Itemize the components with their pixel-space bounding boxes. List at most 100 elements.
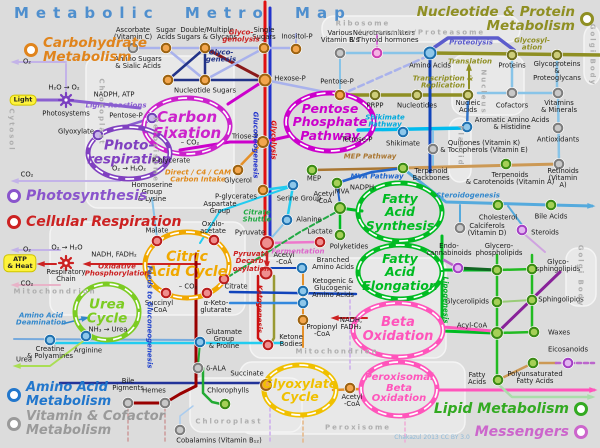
station <box>491 327 503 339</box>
metro-line <box>151 197 158 239</box>
metro-line <box>401 162 561 170</box>
station <box>297 297 309 309</box>
pathway-loop-ticks <box>285 92 375 152</box>
station <box>423 46 437 60</box>
station <box>452 262 464 274</box>
metro-line <box>496 361 558 382</box>
station <box>369 89 381 101</box>
station <box>492 199 504 211</box>
station <box>281 214 293 226</box>
station <box>397 162 409 174</box>
station <box>218 273 230 285</box>
station <box>297 285 309 297</box>
station <box>516 224 528 236</box>
pathway-loop-ticks <box>360 361 438 417</box>
arrowhead-icon <box>82 261 91 267</box>
station <box>314 236 326 248</box>
arrowhead-icon <box>589 387 598 393</box>
station <box>506 49 518 61</box>
vitamin-cofactor-metabolism-icon <box>7 416 21 431</box>
station <box>344 382 356 394</box>
station <box>371 47 383 59</box>
legend-amino-acid-metabolism: Amino Acid Metabolism <box>7 381 111 408</box>
arrowhead-icon <box>10 59 19 65</box>
metro-line <box>201 366 223 406</box>
legend-messengers: Messengers <box>475 425 588 440</box>
metro-line <box>203 46 266 82</box>
station <box>258 42 270 54</box>
legend-label-nucleotide-protein-metabolism: Nucleotide & Protein Metabolism <box>416 4 575 35</box>
station <box>199 74 211 86</box>
organelle-panel <box>85 55 235 209</box>
arrowhead-icon <box>466 62 472 71</box>
pathway-loop-ticks <box>357 244 443 300</box>
arrowhead-icon <box>36 261 45 267</box>
station <box>151 235 163 247</box>
station <box>334 229 346 241</box>
station <box>259 266 273 280</box>
metro-line <box>507 205 523 226</box>
pathway-loop-ticks <box>352 302 444 358</box>
station <box>208 234 220 246</box>
legend-label-photosynthesis: Photosynthesis <box>26 188 148 204</box>
station <box>562 357 574 369</box>
legend-label-vitamin-cofactor-metabolism: Vitamin & Cofactor Metabolism <box>26 409 166 438</box>
station <box>199 42 211 54</box>
legend-nucleotide-protein-metabolism: Nucleotide & Protein Metabolism <box>417 5 594 33</box>
organelle-panel <box>565 247 597 307</box>
highlight-pill-atp-heat: ATP & Heat <box>3 254 37 272</box>
station <box>260 379 272 391</box>
station <box>219 398 231 410</box>
metro-line <box>441 325 495 333</box>
station <box>492 374 504 386</box>
carbohydrate-metabolism-icon <box>24 43 38 58</box>
nucleotide-protein-metabolism-icon <box>580 12 594 27</box>
station <box>427 143 439 155</box>
metro-line <box>227 210 339 278</box>
pathway-loop-ticks <box>74 283 140 341</box>
station <box>174 424 186 436</box>
pathway-loop-ticks <box>144 231 230 299</box>
station <box>334 47 346 59</box>
metro-line <box>356 126 469 132</box>
station <box>192 362 204 374</box>
cellular-respiration-icon <box>7 215 21 230</box>
arrowhead-icon <box>587 394 596 400</box>
pathway-loop-ticks <box>143 97 231 155</box>
legend-label-carbohydrate-metabolism: Carbohydrate Metabolism <box>43 35 148 66</box>
station <box>262 339 274 351</box>
legend-label-cellular-respiration: Cellular Respiration <box>26 214 182 230</box>
metro-line <box>338 54 430 97</box>
station <box>44 334 56 346</box>
station <box>201 287 213 299</box>
pathway-loop-ticks <box>357 182 443 242</box>
metro-line <box>178 140 265 152</box>
organelle-panel <box>249 257 447 359</box>
station <box>257 184 269 196</box>
metro-line <box>521 231 546 253</box>
pathway-loop-pentose-phosphate-pathway <box>283 90 377 154</box>
station <box>160 287 172 299</box>
legend-vitamin-cofactor-metabolism: Vitamin & Cofactor Metabolism <box>7 410 165 437</box>
arrowhead-icon <box>330 315 339 321</box>
station <box>461 121 473 133</box>
legend-label-lipid-metabolism: Lipid Metabolism <box>433 401 569 417</box>
station <box>290 43 302 55</box>
station <box>527 357 539 369</box>
station <box>258 73 272 87</box>
metro-line <box>310 166 407 172</box>
respiratory-chain-icon <box>64 261 68 265</box>
station <box>545 199 557 211</box>
station <box>491 264 503 276</box>
station <box>553 158 565 170</box>
station <box>526 263 538 275</box>
messengers-icon <box>574 425 588 440</box>
station <box>232 164 244 176</box>
metro-line <box>335 166 405 185</box>
highlight-pill-light: Light <box>9 94 37 106</box>
amino-acid-metabolism-icon <box>7 387 21 402</box>
station <box>331 177 343 189</box>
organelle-panel <box>321 15 521 43</box>
station <box>397 126 409 138</box>
